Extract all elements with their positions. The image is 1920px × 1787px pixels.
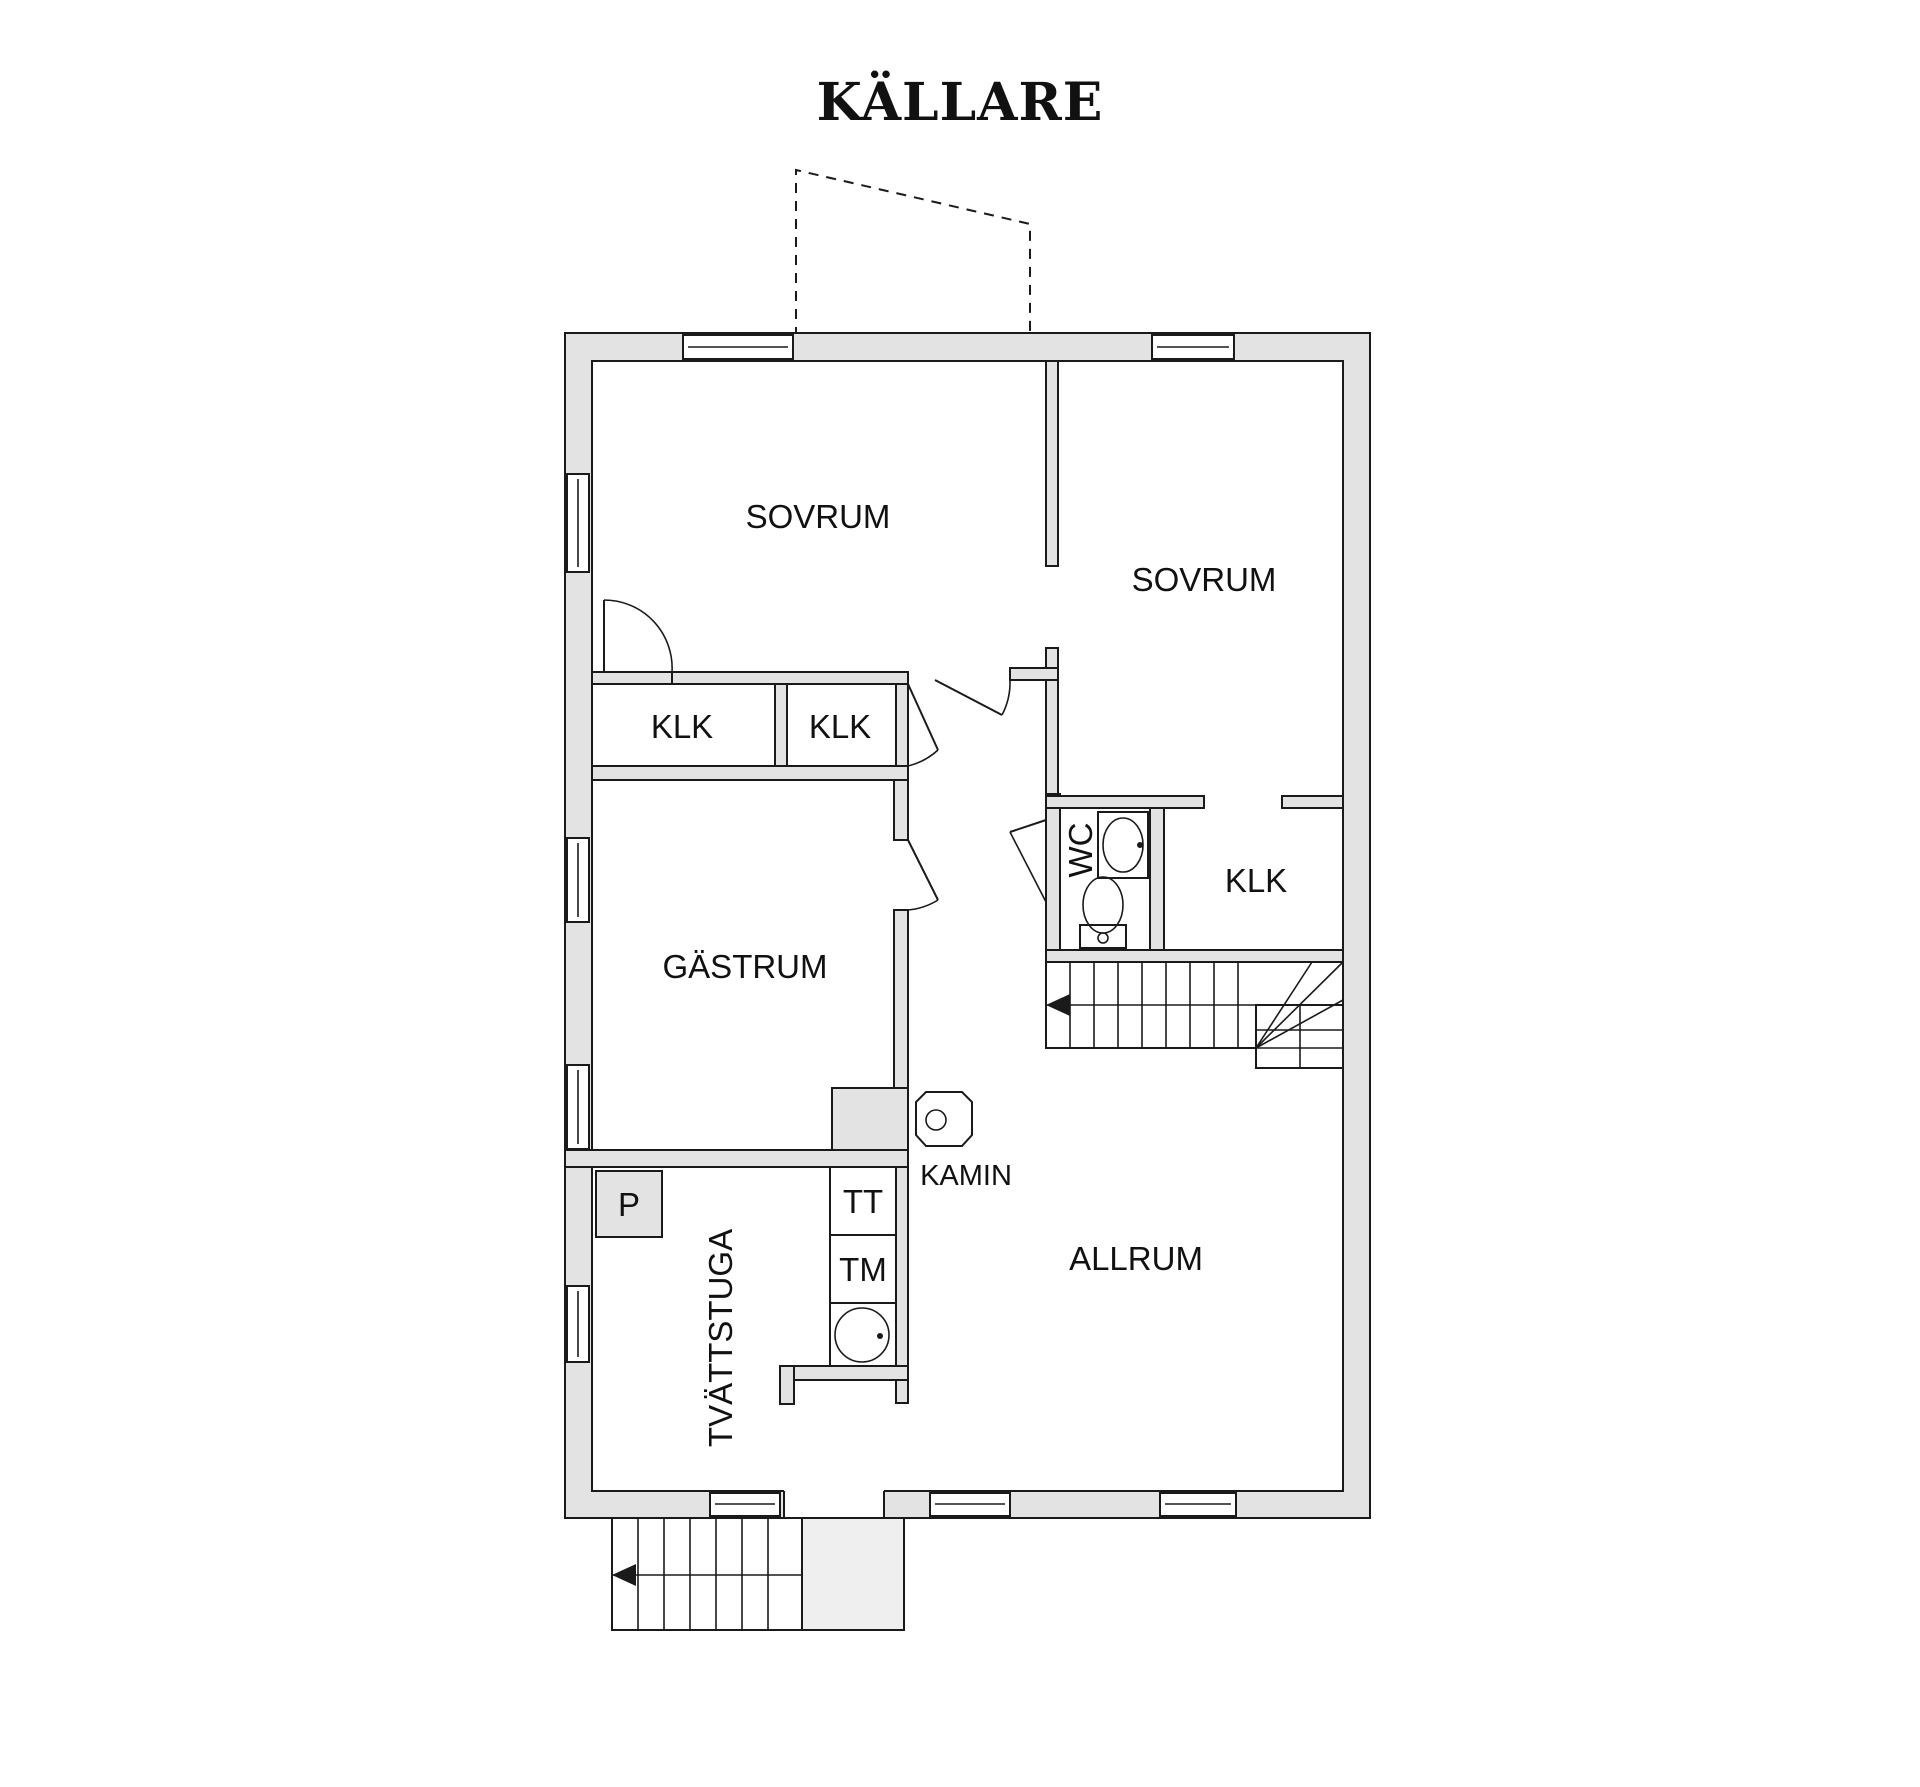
room-label-sovrum-1: SOVRUM [746,498,891,535]
interior-stairs [1045,961,1344,1069]
stair-arrow-icon [612,1564,636,1586]
label-tm: TM [839,1251,887,1288]
wc-fixtures [1079,811,1149,949]
room-label-sovrum-2: SOVRUM [1132,561,1277,598]
outer-wall [564,332,1371,1519]
room-label-klk-3: KLK [1225,862,1287,899]
entrance-landing [801,1517,905,1631]
toilet-icon [1079,924,1127,949]
windows [566,334,1237,1517]
room-label-klk-2: KLK [809,708,871,745]
label-tt: TT [843,1183,883,1220]
kamin-icon [915,1091,973,1147]
dashed-outline [795,168,1031,337]
interior-walls [564,360,1344,1405]
room-label-wc: WC [1062,823,1099,878]
room-label-allrum: ALLRUM [1069,1240,1203,1277]
stair-arrow-icon [1046,994,1070,1016]
entrance-stairs [611,1517,905,1631]
doors [603,599,1047,1607]
room-label-klk-1: KLK [651,708,713,745]
label-kamin: KAMIN [920,1160,1012,1192]
p-box [595,1170,663,1238]
laundry-fixtures [595,1166,897,1367]
room-label-tvattstuga: TVÄTTSTUGA [702,1229,739,1447]
outside-stair [611,1517,803,1631]
room-label-gastrum: GÄSTRUM [663,948,828,985]
label-p: P [618,1186,640,1223]
tt-box [829,1166,897,1236]
plan-title: KÄLLARE [816,72,1104,133]
laundry-sink [829,1302,897,1367]
